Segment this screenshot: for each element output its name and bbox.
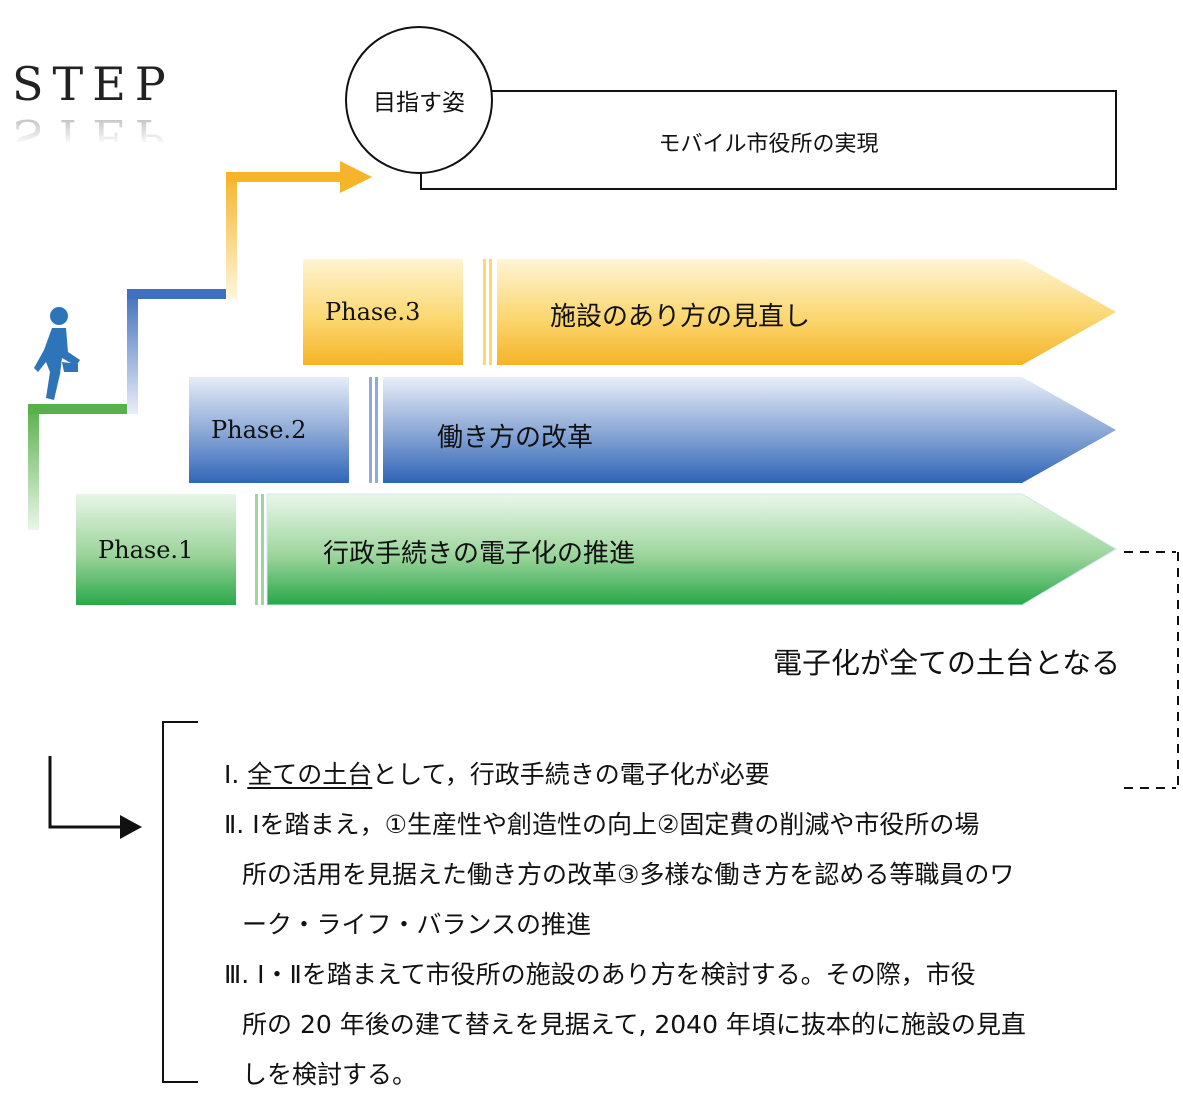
phase1-arrow [255, 493, 1117, 606]
dashed-connector [1124, 551, 1179, 789]
stair-arrowhead [340, 161, 372, 193]
foundation-note: 電子化が全ての土台となる [773, 646, 1121, 680]
list-item-3-line2: 所の 20 年後の建て替えを見据えて, 2040 年頃に抜本的に施設の見直 [242, 1010, 1026, 1039]
phase1-text: 行政手続きの電子化の推進 [323, 539, 636, 569]
list-item-3-line3: しを検討する。 [242, 1060, 418, 1089]
goal-circle: 目指す姿 [345, 26, 493, 174]
walking-person-icon [34, 307, 80, 400]
phase3-arrow [483, 259, 1116, 365]
phase1-label-text: Phase.1 [98, 535, 194, 564]
phase3-label-text: Phase.3 [325, 298, 421, 326]
phase3-label: Phase.3 [303, 259, 463, 365]
phase2-label: Phase.2 [189, 377, 349, 483]
goal-box [420, 90, 1117, 190]
list-item-2-number: Ⅱ. [224, 810, 245, 839]
staircase [28, 161, 372, 530]
list-item-1-underlined: 全ての土台 [247, 760, 373, 789]
list-item-2-line3: ーク・ライフ・バランスの推進 [242, 910, 592, 939]
goal-circle-label: 目指す姿 [373, 90, 465, 116]
phase2-text: 働き方の改革 [437, 423, 594, 453]
list-bracket [162, 721, 198, 1083]
list-item-3-number: Ⅲ. [224, 960, 250, 989]
phase1-label: Phase.1 [76, 494, 236, 605]
list-item-1: Ⅰ. 全ての土台として，行政手続きの電子化が必要 [224, 750, 1144, 800]
phase3-text: 施設のあり方の見直し [550, 302, 811, 332]
list-item-2-line2: 所の活用を見据えた働き方の改革③多様な働き方を認める等職員のワ [242, 860, 1015, 889]
list-item-1-text: として，行政手続きの電子化が必要 [372, 760, 770, 789]
description-list: Ⅰ. 全ての土台として，行政手続きの電子化が必要 Ⅱ. Ⅰを踏まえ，①生産性や創… [224, 750, 1144, 1100]
step-title: STEP [12, 57, 175, 111]
list-item-2: Ⅱ. Ⅰを踏まえ，①生産性や創造性の向上②固定費の削減や市役所の場 所の活用を見… [224, 800, 1144, 950]
list-item-3: Ⅲ. Ⅰ・Ⅱを踏まえて市役所の施設のあり方を検討する。その際，市役 所の 20 … [224, 950, 1144, 1100]
list-item-1-number: Ⅰ. [224, 760, 240, 789]
list-item-3-line1: Ⅰ・Ⅱを踏まえて市役所の施設のあり方を検討する。その際，市役 [257, 960, 976, 989]
phase2-arrow [369, 377, 1116, 483]
phase2-label-text: Phase.2 [211, 416, 307, 444]
list-item-2-line1: Ⅰを踏まえ，①生産性や創造性の向上②固定費の削減や市役所の場 [252, 810, 980, 839]
l-arrow [48, 756, 142, 839]
goal-text: モバイル市役所の実現 [658, 132, 879, 157]
